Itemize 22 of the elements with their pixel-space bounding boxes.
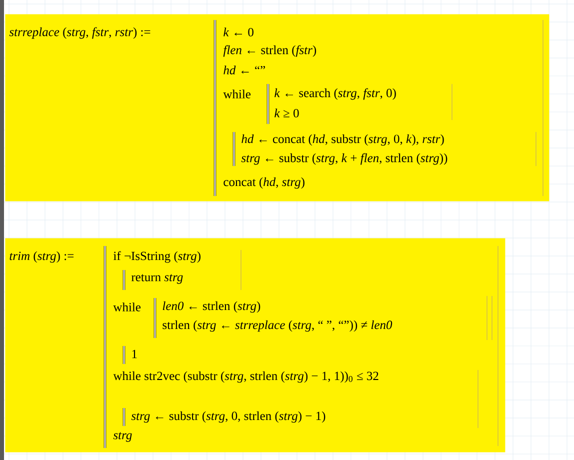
program-line: strg bbox=[113, 432, 132, 442]
program-line: concat (hd, strg) bbox=[224, 177, 304, 189]
program-line: return strg bbox=[131, 274, 183, 284]
function-definition: strreplace (strg, fstr, rstr) := bbox=[9, 27, 150, 39]
program-box bbox=[5, 238, 506, 452]
program-line: while bbox=[223, 90, 251, 98]
program-line: len0 ← strlen (strg) bbox=[162, 301, 260, 313]
program-box bbox=[5, 14, 550, 202]
program-line: 1 bbox=[132, 350, 137, 358]
program-line: strg ← substr (strg, k + flen, strlen (strg)) bbox=[241, 153, 448, 165]
program-line: hd ← “” bbox=[224, 66, 265, 74]
program-line: strlen (strg ← strreplace (strg, “ ”, “”)) ≠ len0 bbox=[162, 320, 392, 332]
program-line: flen ← strlen (fstr) bbox=[223, 45, 316, 57]
program-line: k ← search (strg, fstr, 0) bbox=[274, 88, 396, 100]
function-definition: trim (strg) := bbox=[10, 251, 74, 263]
program-line: if ¬IsString (strg) bbox=[113, 251, 200, 263]
program-line: while str2vec (substr (strg, strlen (strg) − 1, 1))$_{0}$ ≤ 32 bbox=[113, 371, 378, 383]
program-line: k ← 0 bbox=[224, 28, 254, 36]
program-line: while bbox=[113, 302, 141, 312]
program-line: hd ← concat (hd, substr (strg, 0, k), rstr) bbox=[242, 134, 444, 146]
program-line: strg ← substr (strg, 0, strlen (strg) − 1) bbox=[131, 411, 326, 423]
program-line: k ≥ 0 bbox=[274, 108, 299, 118]
